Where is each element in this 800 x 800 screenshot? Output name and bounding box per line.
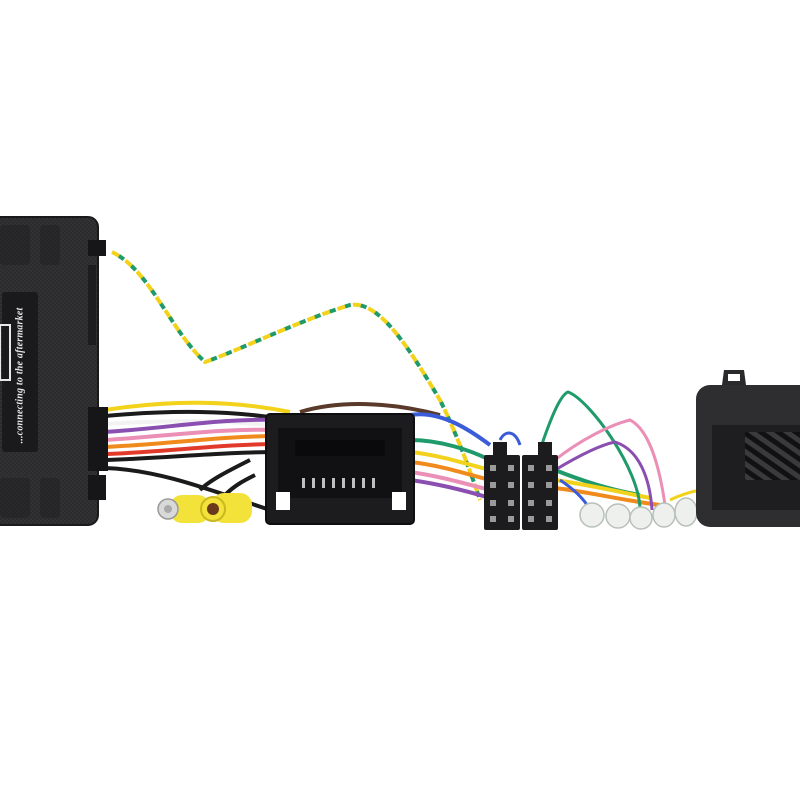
rca-connectors [157,458,256,523]
interface-module [0,216,108,526]
buzzer-unit [696,370,800,527]
wire-loom [104,400,661,512]
module-slogan: ...connecting to the aftermarket [6,300,34,450]
slogan-text: ...connecting to the aftermarket [14,307,26,443]
vehicle-connector [265,413,415,525]
bullet-connectors [579,497,698,530]
iso-connectors [484,442,558,530]
